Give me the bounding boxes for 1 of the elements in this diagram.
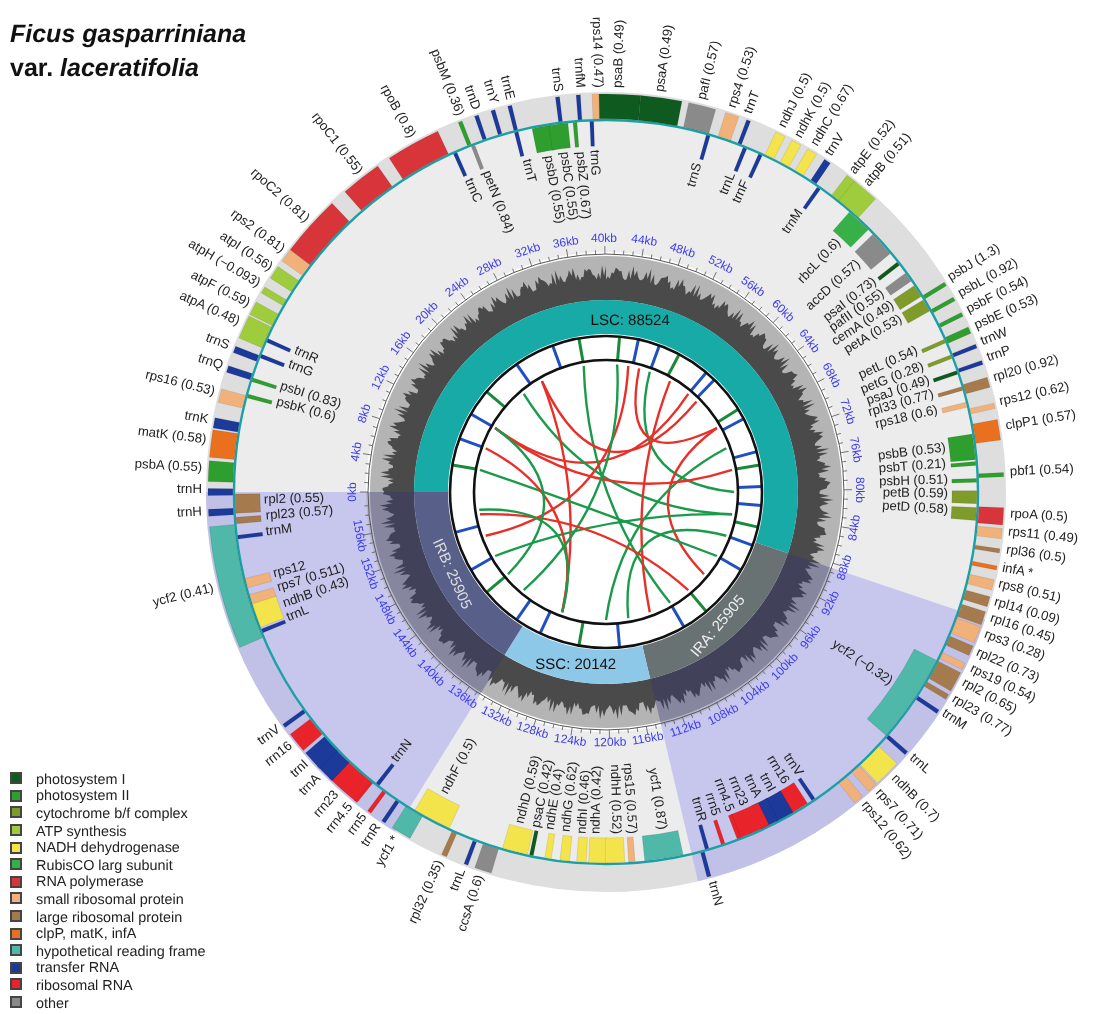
title: Ficus gasparriniana var. laceratifolia (10, 18, 249, 86)
